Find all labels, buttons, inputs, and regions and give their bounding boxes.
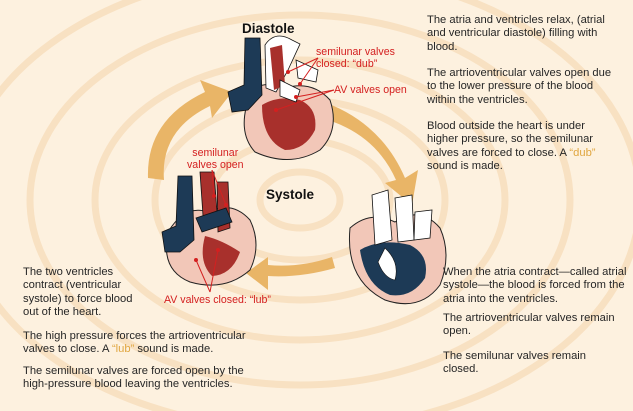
callout-lines [194,57,335,293]
ventricular-systole-paragraph-1: The two ventricles contract (ventricular… [23,266,133,319]
label-semilunar-open: semilunar valves open [187,147,244,171]
atrial-systole-paragraph-2: The artrioventricular valves remain open… [443,312,615,338]
label-av-closed: AV valves closed: “lub” [164,294,271,306]
diastole-paragraph-2: The artrioventricular valves open due to… [427,67,612,106]
atrial-systole-paragraph-3: The semilunar valves remain closed. [443,350,587,376]
heart-ventricular-systole [161,171,257,286]
diastole-heading: Diastole [242,21,295,36]
label-semilunar-closed-line1: semilunar valves [316,46,395,58]
arrow-atrial-to-ventricular-systole [246,257,335,290]
ventricular-systole-paragraph-2-text-after: sound is made. [134,343,214,356]
ventricular-systole-paragraph-3: The semilunar valves are forced open by … [23,365,244,391]
diastole-paragraph-1: The atria and ventricles relax, (atrial … [427,14,605,53]
diastole-paragraph-3-text-before: Blood outside the heart is under higher … [427,120,594,159]
label-av-open: AV valves open [334,84,407,96]
label-semilunar-closed: semilunar valves closed: “dub” [316,46,395,70]
heart-atrial-systole [348,189,447,305]
diastole-paragraph-3: Blood outside the heart is under higher … [427,120,612,174]
label-semilunar-open-line1: semilunar [192,147,239,159]
systole-heading: Systole [266,187,315,202]
dub-sound-highlight: “dub” [569,146,596,159]
ventricular-systole-paragraph-2-text-before: The high pressure forces the artrioventr… [23,330,246,356]
label-semilunar-closed-line2: closed: “dub” [316,57,378,70]
diastole-paragraph-3-text-after: sound is made. [427,160,503,173]
arrow-ventricular-to-diastole [147,80,232,180]
label-semilunar-open-line2: valves open [187,158,244,171]
ventricular-systole-paragraph-2: The high pressure forces the artrioventr… [23,330,248,357]
atrial-systole-paragraph-1: When the atria contract—called atrial sy… [443,266,627,305]
lub-sound-highlight: “lub” [111,343,135,356]
